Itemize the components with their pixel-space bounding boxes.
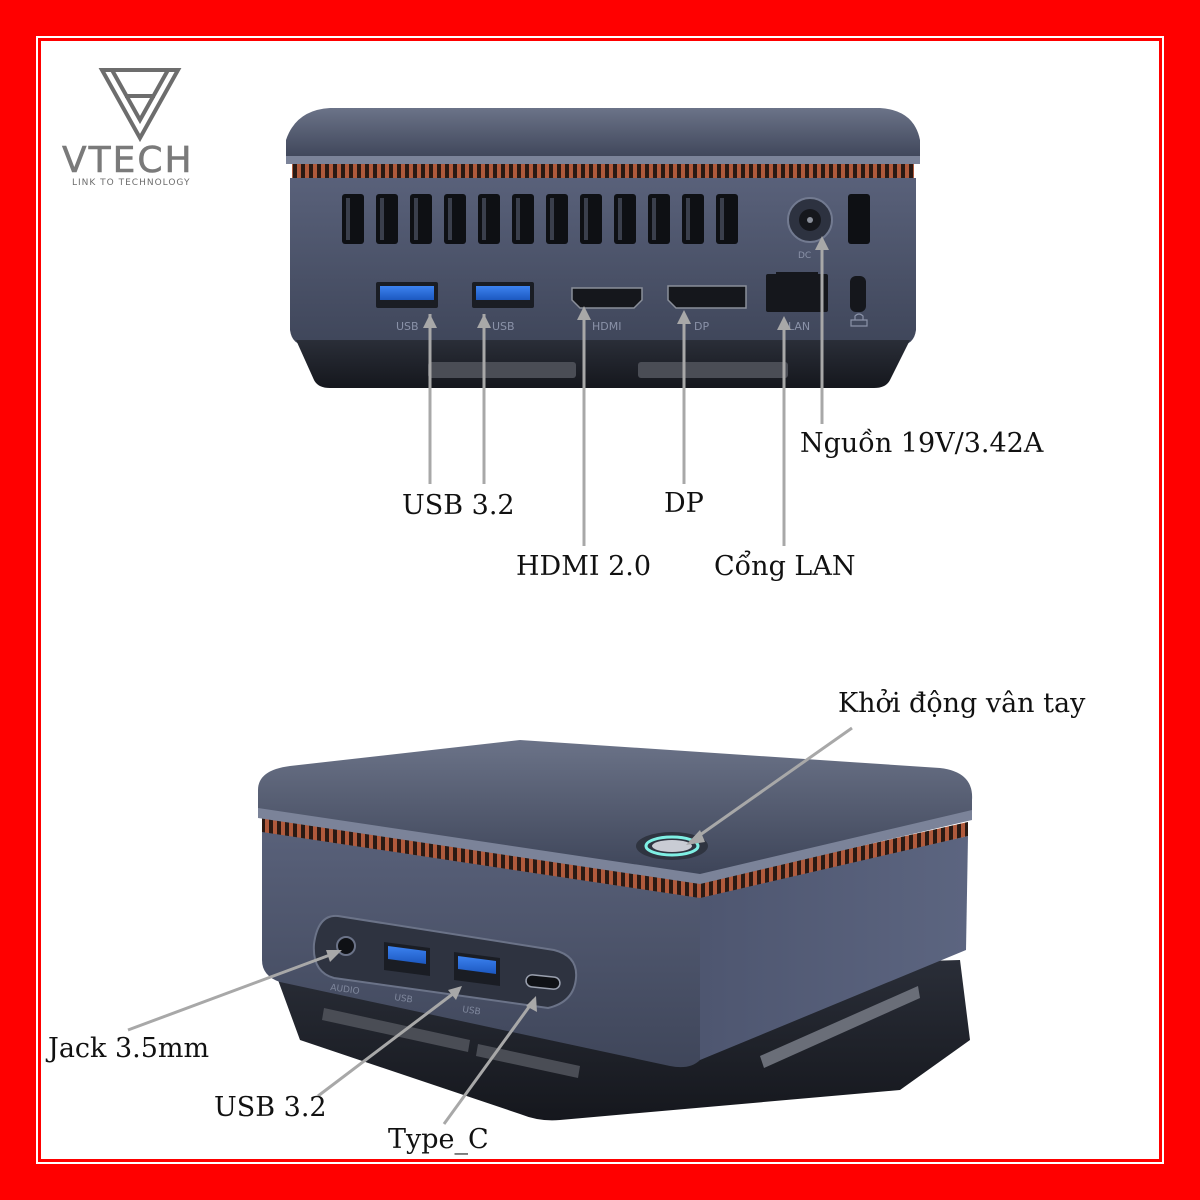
port-print-dc: DC: [798, 251, 811, 261]
port-print-usb: USB: [492, 320, 515, 333]
front-side-body: [700, 836, 968, 1060]
callout-line-fingerprint: [689, 726, 853, 844]
callout-label-usb-rear: USB 3.2: [402, 490, 515, 521]
callout-lines: [127, 240, 853, 1125]
arrowhead: [686, 830, 705, 845]
rear-base-slot: [428, 362, 576, 378]
rear-base: [296, 340, 910, 388]
front-cooling-fins: [262, 816, 968, 898]
front-port-panel: [312, 914, 578, 1010]
callout-label-dp: DP: [664, 488, 704, 519]
vent-slot: [580, 194, 602, 244]
port-print-usb: USB: [394, 993, 414, 1005]
front-base-slot: [322, 1008, 470, 1052]
front-usb-port-2-tongue: [458, 956, 496, 974]
rear-usb-port-2-tongue: [476, 286, 530, 300]
vent-slot-fin: [720, 198, 724, 240]
vtech-logo: VTECH LINK TO TECHNOLOGY: [62, 68, 194, 188]
rear-dp-port[interactable]: [667, 285, 747, 309]
inner-border: [38, 38, 1162, 1162]
vent-slot-fin: [482, 198, 486, 240]
callout-label-power: Nguồn 19V/3.42A: [800, 428, 1044, 459]
fingerprint-sensor: [652, 840, 692, 852]
vent-slot: [614, 194, 636, 244]
rear-base-slot: [638, 362, 788, 378]
vent-slot: [342, 194, 364, 244]
arrowhead: [326, 950, 342, 962]
vent-slot-fin: [584, 198, 588, 240]
callout-label-lan: Cổng LAN: [714, 551, 856, 582]
front-lid-edge: [258, 808, 972, 884]
arrowhead: [526, 996, 537, 1012]
vent-slot-fin: [686, 198, 690, 240]
rear-usb-port-1-tongue: [380, 286, 434, 300]
vent-slot: [512, 194, 534, 244]
arrowhead: [577, 306, 591, 320]
callout-label-jack: Jack 3.5mm: [48, 1033, 210, 1064]
callout-arrowheads: [326, 236, 829, 1012]
arrowhead: [815, 236, 829, 250]
rear-cooling-fins: [292, 164, 914, 178]
vent-slot: [682, 194, 704, 244]
vent-slot: [716, 194, 738, 244]
callout-line-usb-front: [317, 988, 459, 1098]
vent-slot: [444, 194, 466, 244]
rear-device: DC USB USB HDMI DP LAN: [286, 108, 920, 388]
vent-slot: [410, 194, 432, 244]
front-typec-port[interactable]: [525, 974, 561, 990]
arrowhead: [477, 314, 491, 328]
vtech-logo-mark: [98, 68, 182, 143]
rear-lid-edge: [286, 156, 920, 164]
vent-slot: [478, 194, 500, 244]
kensington-lock-slot[interactable]: [850, 276, 866, 312]
arrowhead: [677, 310, 691, 324]
callout-label-usb-front: USB 3.2: [214, 1092, 327, 1123]
callout-label-hdmi: HDMI 2.0: [516, 551, 652, 582]
vent-slot-fin: [516, 198, 520, 240]
port-print-hdmi: HDMI: [592, 320, 621, 333]
vent-slot-fin: [380, 198, 384, 240]
front-lid: [258, 740, 973, 876]
vent-slot: [546, 194, 568, 244]
vent-slot: [848, 194, 870, 244]
vent-slot-fin: [550, 198, 554, 240]
arrowhead: [777, 316, 791, 330]
front-usb-port-1-tongue: [388, 946, 426, 964]
callout-line-jack: [127, 950, 339, 1032]
vent-slot: [376, 194, 398, 244]
port-print-audio: AUDIO: [330, 983, 361, 997]
callout-label-fingerprint: Khởi động vân tay: [838, 688, 1086, 719]
vtech-logo-text: VTECH: [62, 140, 194, 181]
vent-slot-fin: [618, 198, 622, 240]
rear-lan-port-latch: [776, 272, 818, 280]
arrowhead: [423, 314, 437, 328]
port-print-usb: USB: [396, 320, 419, 333]
rear-vent-grille: [342, 194, 870, 244]
arrowhead: [448, 986, 462, 1000]
fingerprint-led-ring: [644, 835, 700, 857]
port-print-lan: LAN: [788, 320, 810, 333]
port-print-usb: USB: [462, 1005, 482, 1017]
lock-icon: [850, 313, 868, 327]
callout-label-typec: Type_C: [388, 1124, 489, 1155]
callout-line-typec: [442, 999, 536, 1125]
vent-slot-fin: [414, 198, 418, 240]
dc-power-jack-pin: [807, 217, 813, 223]
rear-lan-port[interactable]: [766, 274, 828, 312]
port-print-dp: DP: [694, 320, 709, 333]
front-base-slot: [760, 986, 920, 1068]
vtech-logo-tagline: LINK TO TECHNOLOGY: [72, 178, 190, 188]
vent-slot-fin: [346, 198, 350, 240]
rear-hdmi-port[interactable]: [571, 287, 643, 309]
vent-slot-fin: [652, 198, 656, 240]
vent-slot-fin: [448, 198, 452, 240]
vent-slot: [648, 194, 670, 244]
front-base-slot: [476, 1044, 580, 1078]
rear-lid: [286, 108, 920, 160]
front-device: AUDIO USB USB: [258, 740, 973, 1121]
